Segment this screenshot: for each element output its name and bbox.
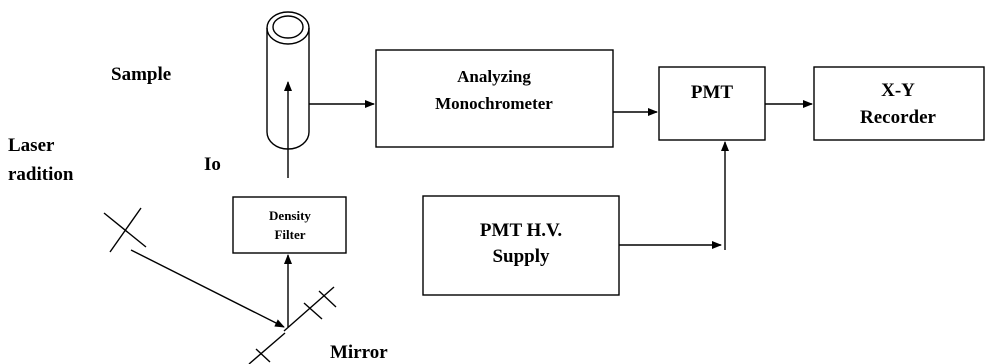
mirror-label: Mirror xyxy=(330,342,388,363)
pmt-hv-supply-box xyxy=(422,195,620,296)
density-filter-box xyxy=(232,196,347,254)
density-label: Density xyxy=(269,208,311,223)
laser-source-star-icon xyxy=(103,207,147,253)
xy-recorder-box xyxy=(813,66,985,141)
radition-label: radition xyxy=(8,164,74,185)
sample-label: Sample xyxy=(111,64,171,85)
laser-label: Laser xyxy=(8,135,55,156)
pmt-box xyxy=(658,66,766,141)
io-label: Io xyxy=(204,154,221,175)
mirror-icon xyxy=(248,286,337,364)
laser-beam-arrow xyxy=(130,249,285,328)
pmt-hv-label: PMT H.V. xyxy=(480,220,562,241)
supply-label: Supply xyxy=(492,246,550,267)
xy-label: X-Y xyxy=(881,80,915,101)
filter-label: Filter xyxy=(274,227,305,242)
pmt-label: PMT xyxy=(691,82,734,103)
monochrometer-label: Monochrometer xyxy=(435,94,553,113)
recorder-label: Recorder xyxy=(860,107,937,128)
analyzing-label: Analyzing xyxy=(457,67,531,86)
analyzing-monochrometer-box xyxy=(375,49,614,148)
